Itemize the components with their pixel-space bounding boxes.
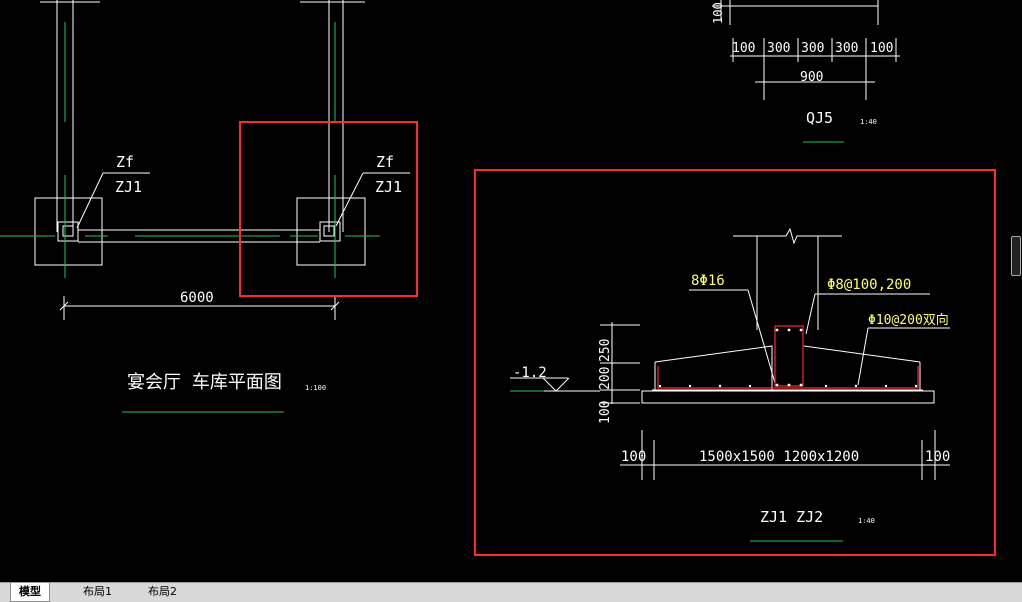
section-dim-right: 100 bbox=[925, 449, 950, 465]
rebar-dots bbox=[658, 328, 918, 388]
qj5-dim-2: 300 bbox=[801, 41, 824, 56]
qj5-scale: 1:40 bbox=[860, 118, 877, 126]
qj5-detail bbox=[712, 0, 900, 100]
tab-model[interactable]: 模型 bbox=[10, 583, 50, 602]
section-vdim-100: 100 bbox=[598, 401, 613, 424]
qj5-dim-1: 300 bbox=[767, 41, 790, 56]
plan-label-zf-right: Zf bbox=[376, 153, 394, 171]
axis-lines bbox=[0, 22, 380, 413]
section-vdim-250: 250 bbox=[598, 339, 613, 362]
rebar-cage bbox=[657, 325, 919, 389]
section-title: ZJ1 ZJ2 bbox=[760, 508, 823, 526]
layout-tab-bar: 模型 布局1 布局2 bbox=[0, 582, 1022, 602]
highlight-box-section bbox=[474, 169, 996, 556]
tab-layout2[interactable]: 布局2 bbox=[148, 585, 177, 598]
qj5-dim-right: 100 bbox=[870, 41, 893, 56]
section-scale: 1:40 bbox=[858, 517, 875, 525]
section-vdim-200: 200 bbox=[598, 367, 613, 390]
vertical-scrollbar[interactable] bbox=[1011, 236, 1021, 276]
section-dim-left: 100 bbox=[621, 449, 646, 465]
qj5-side-dim: 100 bbox=[711, 2, 725, 24]
plan-label-zj1-right: ZJ1 bbox=[375, 178, 402, 196]
section-stirrup: Φ8@100,200 bbox=[827, 277, 911, 293]
cad-drawing-canvas[interactable]: Zf ZJ1 Zf ZJ1 6000 宴会厅 车库平面图 1:100 100 3… bbox=[0, 0, 1022, 582]
highlight-box-plan bbox=[239, 121, 418, 297]
section-dim-middle: 1500x1500 1200x1200 bbox=[699, 449, 859, 465]
plan-label-zj1-left: ZJ1 bbox=[115, 178, 142, 196]
plan-view bbox=[34, 0, 410, 320]
section-elevation: -1.2 bbox=[513, 365, 547, 381]
qj5-dim-3: 300 bbox=[835, 41, 858, 56]
plan-scale: 1:100 bbox=[305, 384, 326, 392]
footing-section bbox=[510, 227, 950, 480]
qj5-dim-total: 900 bbox=[800, 70, 823, 85]
plan-title: 宴会厅 车库平面图 bbox=[127, 371, 282, 393]
plan-dim-span: 6000 bbox=[180, 290, 214, 306]
qj5-title: QJ5 bbox=[806, 109, 833, 127]
section-mesh: Φ10@200双向 bbox=[868, 312, 949, 328]
qj5-dim-left: 100 bbox=[732, 41, 755, 56]
section-rebar-main: 8Φ16 bbox=[691, 273, 725, 289]
tab-layout1[interactable]: 布局1 bbox=[83, 585, 112, 598]
plan-label-zf-left: Zf bbox=[116, 153, 134, 171]
